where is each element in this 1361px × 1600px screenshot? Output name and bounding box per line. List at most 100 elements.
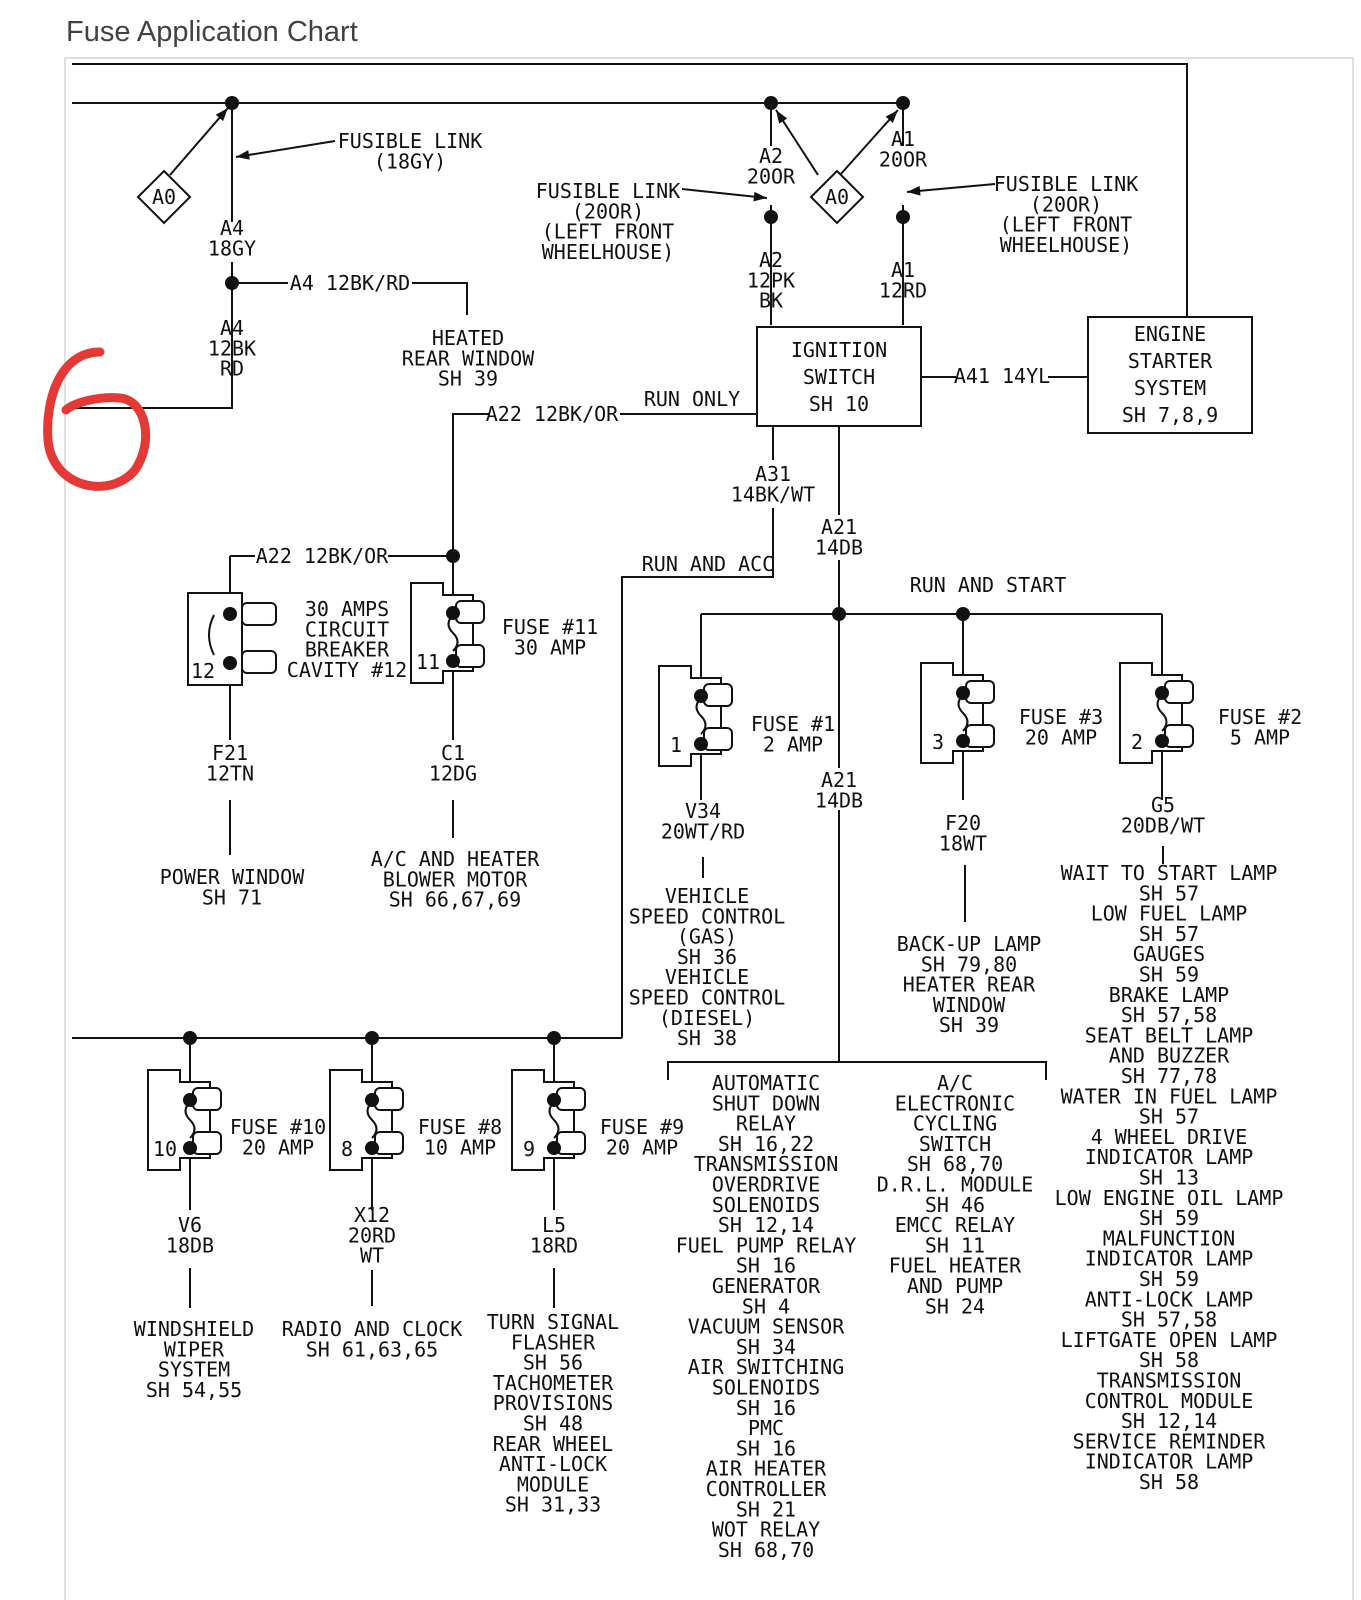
fuse2-destinations-label: SERVICE REMINDER [1073, 1429, 1267, 1453]
junction-dot [694, 689, 708, 703]
a21-label: 14DB [815, 535, 863, 559]
a21-left-destinations-label: SH 16 [736, 1396, 796, 1420]
l5-label: 18RD [530, 1233, 578, 1257]
fuse2-destinations-label: SH 57,58 [1121, 1308, 1217, 1332]
turn-signal-label: REAR WHEEL [493, 1432, 613, 1456]
engine-starter-label: SH 7,8,9 [1122, 403, 1218, 427]
fuse2-number: 2 [1131, 730, 1143, 754]
run-only-label: RUN ONLY [644, 387, 740, 411]
cb-element [208, 614, 215, 656]
fusible-link-20or-right-label: (LEFT FRONT [1000, 213, 1132, 237]
fuse2-destinations-label: SH 12,14 [1121, 1409, 1217, 1433]
fuse11-terminal-top [455, 600, 485, 624]
arrow-head [753, 191, 767, 202]
fuse8-terminal-bottom [374, 1131, 404, 1155]
power-window-label: SH 71 [202, 885, 262, 909]
fuse2-terminal-bottom [1164, 724, 1194, 748]
vehicle-speed-control-label: (GAS) [677, 925, 737, 949]
diagram-frame [64, 57, 1354, 1600]
fuse2-destinations-label: SH 13 [1139, 1166, 1199, 1190]
junction-dot [446, 549, 460, 563]
a2-12pk-bk-label: BK [759, 289, 783, 313]
v6-label: 18DB [166, 1233, 214, 1257]
fuse2-destinations-label: WATER IN FUEL LAMP [1061, 1084, 1278, 1108]
arrow-line [235, 140, 336, 158]
a21-left-destinations-label: SH 4 [742, 1294, 790, 1318]
arrow-line [839, 109, 899, 176]
fuse1-element [695, 697, 707, 735]
fuse3-terminal-bottom [965, 724, 995, 748]
f20-label: F20 [945, 811, 981, 835]
fuse2-destinations-label: SH 57 [1139, 922, 1199, 946]
a21-right-destinations-label: SH 11 [925, 1233, 985, 1257]
a21-left-destinations-label: AIR HEATER [706, 1457, 827, 1481]
f21-label: F21 [212, 741, 248, 765]
x12-label: X12 [354, 1203, 390, 1227]
a21-left-destinations-label: SH 12,14 [718, 1213, 814, 1237]
junction-dot [956, 686, 970, 700]
fuse2-destinations-label: WAIT TO START LAMP [1061, 861, 1278, 885]
a21-left-destinations-label: SOLENOIDS [712, 1376, 820, 1400]
arrow-line [681, 188, 768, 199]
back-up-lamp-label: HEATER REAR [903, 973, 1036, 997]
a21-bracket [667, 1061, 1047, 1080]
junction-dot [446, 654, 460, 668]
fuse2-destinations-label: SH 59 [1139, 1206, 1199, 1230]
c1-label: 12DG [429, 761, 477, 785]
fuse11-number: 11 [416, 650, 440, 674]
junction-dot [223, 656, 237, 670]
fuse1-terminal-bottom [703, 727, 733, 751]
fuse3-terminal-top [965, 680, 995, 704]
fuse2-destinations-label: SH 59 [1139, 963, 1199, 987]
junction-dot [896, 210, 910, 224]
fuse9-label: 20 AMP [606, 1135, 678, 1159]
fusible-link-18gy-label: (18GY) [374, 149, 446, 173]
turn-signal-label: ANTI-LOCK [499, 1452, 607, 1476]
fuse1-label: 2 AMP [763, 732, 823, 756]
fuse3-label: 20 AMP [1025, 725, 1097, 749]
a21-lower-label: 14DB [815, 788, 863, 812]
back-up-lamp-label: WINDOW [933, 993, 1006, 1017]
a21-right-destinations-label: EMCC RELAY [895, 1213, 1015, 1237]
x12-label: 20RD [348, 1223, 396, 1247]
windshield-wiper-label: WIPER [164, 1337, 225, 1361]
fuse2-destinations-label: INDICATOR LAMP [1085, 1450, 1254, 1474]
junction-dot [764, 210, 778, 224]
fuse2-destinations-label: GAUGES [1133, 942, 1205, 966]
a4-18gy-label: 18GY [208, 236, 256, 260]
fusible-link-20or-left-label: FUSIBLE LINK [536, 179, 681, 203]
junction-dot [1155, 686, 1169, 700]
a21-right-destinations-label: SH 46 [925, 1193, 985, 1217]
fuse2-destinations-label: BRAKE LAMP [1109, 983, 1229, 1007]
fuse9-terminal-top [556, 1087, 586, 1111]
fuse2-destinations-label: MALFUNCTION [1103, 1226, 1235, 1250]
a21-left-destinations-label: WOT RELAY [712, 1518, 820, 1542]
turn-signal-label: FLASHER [511, 1330, 596, 1354]
a21-left-destinations-label: CONTROLLER [706, 1477, 827, 1501]
junction-dot [956, 734, 970, 748]
heated-rear-window-wire [412, 282, 468, 315]
a21-right-destinations-label: A/C [937, 1071, 973, 1095]
fusible-link-20or-right-label: WHEELHOUSE) [1000, 233, 1132, 257]
f21-label: 12TN [206, 761, 254, 785]
arrow-head [776, 110, 788, 124]
fuse8-label: FUSE #8 [418, 1115, 502, 1139]
a21-left-destinations-label: SH 68,70 [718, 1538, 814, 1562]
v34-label: 20WT/RD [661, 819, 745, 843]
windshield-wiper-label: SH 54,55 [146, 1378, 242, 1402]
vehicle-speed-control-label: SH 36 [677, 945, 737, 969]
fuse2-destinations-label: 4 WHEEL DRIVE [1091, 1125, 1248, 1149]
fuse2-element [1156, 694, 1168, 732]
junction-dot [547, 1031, 561, 1045]
a1-20or-label: 20OR [879, 147, 928, 171]
back-up-lamp-label: SH 39 [939, 1013, 999, 1037]
a0-diamond [809, 169, 865, 225]
fuse2-destinations-label: LOW ENGINE OIL LAMP [1055, 1186, 1284, 1210]
a1-12rd-label: A1 [891, 258, 915, 282]
vehicle-speed-control-label: VEHICLE [665, 884, 749, 908]
fusible-link-20or-left-label: (LEFT FRONT [542, 220, 674, 244]
vehicle-speed-control-label: SPEED CONTROL [629, 904, 786, 928]
turn-signal-label: SH 56 [523, 1351, 583, 1375]
heated-rear-window-label: REAR WINDOW [402, 346, 535, 370]
